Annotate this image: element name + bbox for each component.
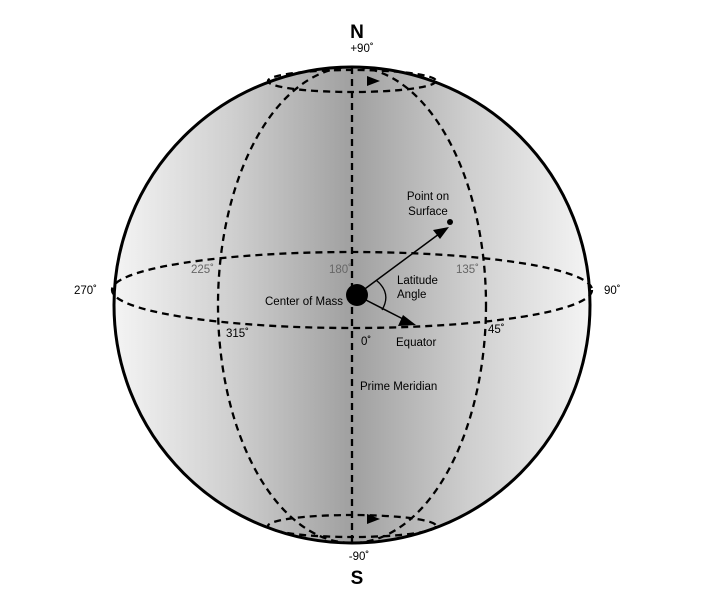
center-of-mass-label: Center of Mass bbox=[265, 296, 343, 308]
surface-vector bbox=[357, 230, 444, 295]
latitude-angle-label-line1: Latitude bbox=[397, 275, 438, 287]
north-pole-degree: +90˚ bbox=[350, 43, 373, 55]
south-pole-letter: S bbox=[351, 568, 364, 589]
surface-point bbox=[447, 219, 453, 225]
left-longitude-label: 270˚ bbox=[74, 285, 97, 297]
point-on-surface-label-line1: Point on bbox=[407, 191, 449, 203]
north-circle-arrowhead bbox=[367, 76, 380, 86]
center-of-mass-dot bbox=[346, 284, 368, 306]
degree-45-label: 45˚ bbox=[488, 324, 505, 336]
degree-180-label: 180˚ bbox=[329, 264, 352, 276]
right-longitude-label: 90˚ bbox=[604, 285, 621, 297]
south-pole-degree: -90˚ bbox=[349, 551, 369, 563]
surface-vector-arrowhead bbox=[433, 227, 449, 239]
degree-0-label: 0˚ bbox=[361, 336, 371, 348]
degree-225-label: 225˚ bbox=[191, 264, 214, 276]
equator-vector-arrowhead bbox=[398, 315, 416, 326]
latitude-angle-arc bbox=[375, 279, 387, 311]
point-on-surface-label-line2: Surface bbox=[408, 206, 448, 218]
degree-315-label: 315˚ bbox=[226, 328, 249, 340]
equator-label: Equator bbox=[396, 337, 436, 349]
sphere bbox=[112, 65, 592, 545]
prime-meridian-label: Prime Meridian bbox=[360, 381, 437, 393]
latitude-angle-label-line2: Angle bbox=[397, 289, 426, 301]
north-pole-letter: N bbox=[350, 22, 364, 43]
south-circle-arrowhead bbox=[367, 514, 380, 524]
degree-135-label: 135˚ bbox=[456, 264, 479, 276]
